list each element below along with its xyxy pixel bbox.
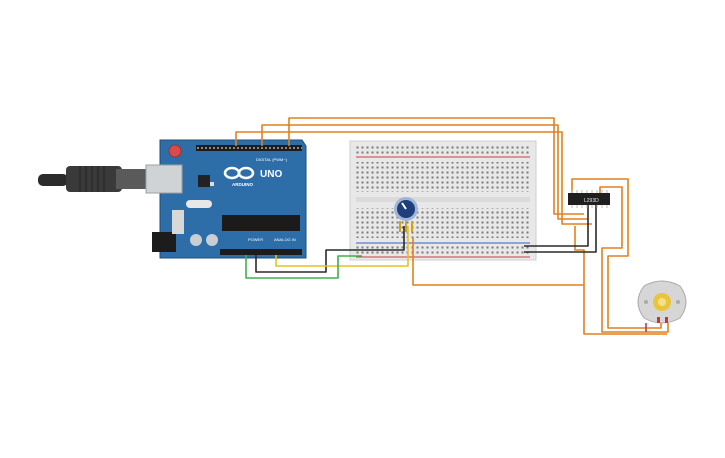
microcontroller-chip xyxy=(222,215,300,231)
wire-orange-4[interactable] xyxy=(571,178,662,329)
wire-yellow-1[interactable] xyxy=(275,226,409,267)
wire-black-1[interactable] xyxy=(524,205,589,247)
power-jack xyxy=(152,232,176,252)
usb-port xyxy=(145,164,183,194)
bottom-power-rail xyxy=(356,245,530,256)
breadboard[interactable] xyxy=(349,140,537,261)
analog-header-label: ANALOG IN xyxy=(274,237,296,242)
digital-header-label: DIGITAL (PWM~) xyxy=(256,157,288,162)
upper-terminal-strip xyxy=(356,162,530,192)
wire-orange-7[interactable] xyxy=(412,238,584,286)
lower-terminal-strip xyxy=(356,208,530,238)
wire-black-3[interactable] xyxy=(255,226,405,273)
power-analog-header xyxy=(220,249,302,255)
arduino-logo xyxy=(223,166,255,180)
motor-driver-ic[interactable]: L293D xyxy=(568,190,610,208)
arduino-brand-label: ARDUINO xyxy=(232,182,253,187)
dc-motor[interactable] xyxy=(637,280,687,324)
wire-black-2[interactable] xyxy=(524,205,597,253)
wire-orange-6[interactable] xyxy=(574,226,667,335)
top-power-rail xyxy=(356,145,530,156)
potentiometer[interactable] xyxy=(394,197,418,232)
arduino-model-label: UNO xyxy=(260,169,282,180)
usb-cable xyxy=(38,166,146,192)
wire-orange-5[interactable] xyxy=(599,186,669,333)
power-header-label: POWER xyxy=(248,237,263,242)
driver-ic-label: L293D xyxy=(584,198,599,204)
wire-green-1[interactable] xyxy=(245,255,362,279)
reset-button[interactable] xyxy=(168,144,182,158)
wire-orange-1[interactable] xyxy=(288,117,584,215)
wire-orange-3[interactable] xyxy=(235,131,592,225)
digital-header xyxy=(196,145,302,151)
arduino-uno-board[interactable]: ARDUINO UNO DIGITAL (PWM~) POWER ANALOG … xyxy=(145,139,307,259)
